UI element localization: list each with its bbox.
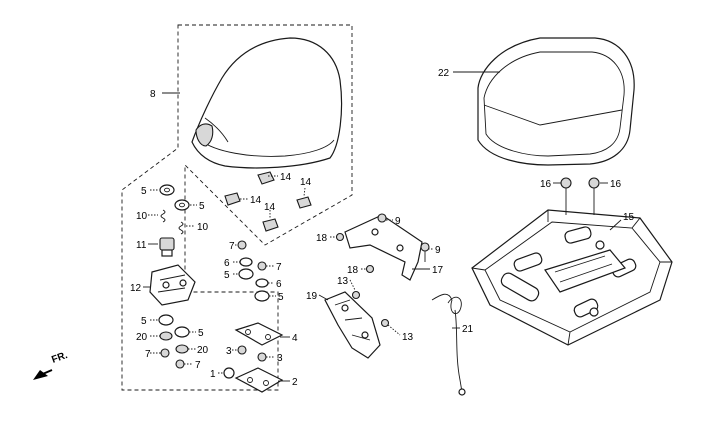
collar-part-6-b <box>255 278 269 288</box>
callout-14-a: 14 <box>280 172 292 183</box>
rack-bolt-part-16-left <box>560 177 572 215</box>
callout-22: 22 <box>438 68 450 79</box>
seat-lock-part-19 <box>324 291 381 359</box>
callout-7-b: 7 <box>276 262 282 273</box>
callout-18-bottom: 18 <box>347 265 359 276</box>
callout-13-top: 13 <box>337 276 349 287</box>
callout-5-b: 5 <box>199 201 205 212</box>
callout-20-b: 20 <box>197 345 209 356</box>
callout-9-right: 9 <box>435 245 441 256</box>
callout-17: 17 <box>432 265 444 276</box>
rack-bolt-part-16-right <box>588 177 600 215</box>
knob-part-11 <box>159 237 175 257</box>
cap-part-1 <box>223 367 235 379</box>
callout-16-right: 16 <box>610 179 622 190</box>
callout-16-left: 16 <box>540 179 552 190</box>
nut-part-7-a <box>237 240 247 250</box>
lock-bracket-part-17 <box>344 214 423 281</box>
callout-19: 19 <box>306 291 318 302</box>
callout-12: 12 <box>130 283 142 294</box>
callout-9-top: 9 <box>395 216 401 227</box>
spring-part-10-a <box>160 209 166 223</box>
bolt-part-3-a <box>237 345 247 355</box>
callout-5-e: 5 <box>141 316 147 327</box>
nut-part-7-d <box>175 359 185 369</box>
callout-5-a: 5 <box>141 186 147 197</box>
callout-7-d: 7 <box>195 360 201 371</box>
nut-part-7-b <box>257 261 267 271</box>
bolt-part-3-b <box>257 352 267 362</box>
bolt-part-18-bottom <box>365 264 375 274</box>
plate-part-4 <box>234 322 284 346</box>
callout-14-c: 14 <box>300 177 312 188</box>
washer-part-5-c <box>238 268 254 280</box>
callout-6-a: 6 <box>224 258 230 269</box>
callout-14-d: 14 <box>264 202 276 213</box>
damper-part-14-b <box>224 192 241 206</box>
seat-pad-part-22 <box>477 37 635 166</box>
callout-14-b: 14 <box>250 195 262 206</box>
washer-part-5-a <box>159 184 175 196</box>
bolt-part-13-top <box>351 290 361 300</box>
assembly-group-outline <box>121 24 353 391</box>
luggage-rack-part-15 <box>471 209 673 346</box>
callout-15: 15 <box>623 212 635 223</box>
callout-21: 21 <box>462 324 474 335</box>
seat-part-8 <box>191 37 343 169</box>
callout-5-f: 5 <box>198 328 204 339</box>
bolt-part-9-top <box>377 213 387 223</box>
callout-20-a: 20 <box>136 332 148 343</box>
bolt-part-13-right <box>380 318 390 328</box>
callout-labels: 8 22 15 16 16 9 9 18 18 17 13 13 19 21 5… <box>130 68 635 388</box>
callout-13-right: 13 <box>402 332 414 343</box>
damper-part-14-c <box>296 196 312 209</box>
damper-part-14-d <box>262 218 279 232</box>
callout-11: 11 <box>136 240 147 251</box>
spring-part-10-b <box>178 221 184 235</box>
callout-18-top: 18 <box>316 233 328 244</box>
callout-7-c: 7 <box>145 349 151 360</box>
nut-part-7-c <box>160 348 170 358</box>
callout-1: 1 <box>210 369 216 380</box>
bushing-part-20-b <box>175 344 189 354</box>
front-direction-arrow: FR. <box>33 350 69 380</box>
callout-2: 2 <box>292 377 298 388</box>
washer-part-5-e <box>158 314 174 326</box>
callout-5-d: 5 <box>278 292 284 303</box>
washer-part-5-b <box>174 199 190 211</box>
callout-4: 4 <box>292 333 298 344</box>
callout-10-b: 10 <box>197 222 209 233</box>
washer-part-5-f <box>174 326 190 338</box>
damper-part-14-a <box>257 171 275 185</box>
collar-part-6-a <box>239 257 253 267</box>
callout-8: 8 <box>150 89 156 100</box>
leader-lines <box>143 71 622 382</box>
callout-7-a: 7 <box>229 241 235 252</box>
callout-3-a: 3 <box>226 346 232 357</box>
front-direction-label: FR. <box>50 350 69 366</box>
lock-cable-part-21 <box>431 293 466 396</box>
washer-part-5-d <box>254 290 270 302</box>
bushing-part-20-a <box>159 331 173 341</box>
bolt-part-9-right <box>420 242 430 262</box>
hinge-part-12 <box>149 264 196 306</box>
callout-5-c: 5 <box>224 270 230 281</box>
callout-10-a: 10 <box>136 211 148 222</box>
callout-3-b: 3 <box>277 353 283 364</box>
callout-6-b: 6 <box>276 279 282 290</box>
bolt-part-18-top <box>335 232 345 242</box>
plate-part-2 <box>234 367 284 393</box>
